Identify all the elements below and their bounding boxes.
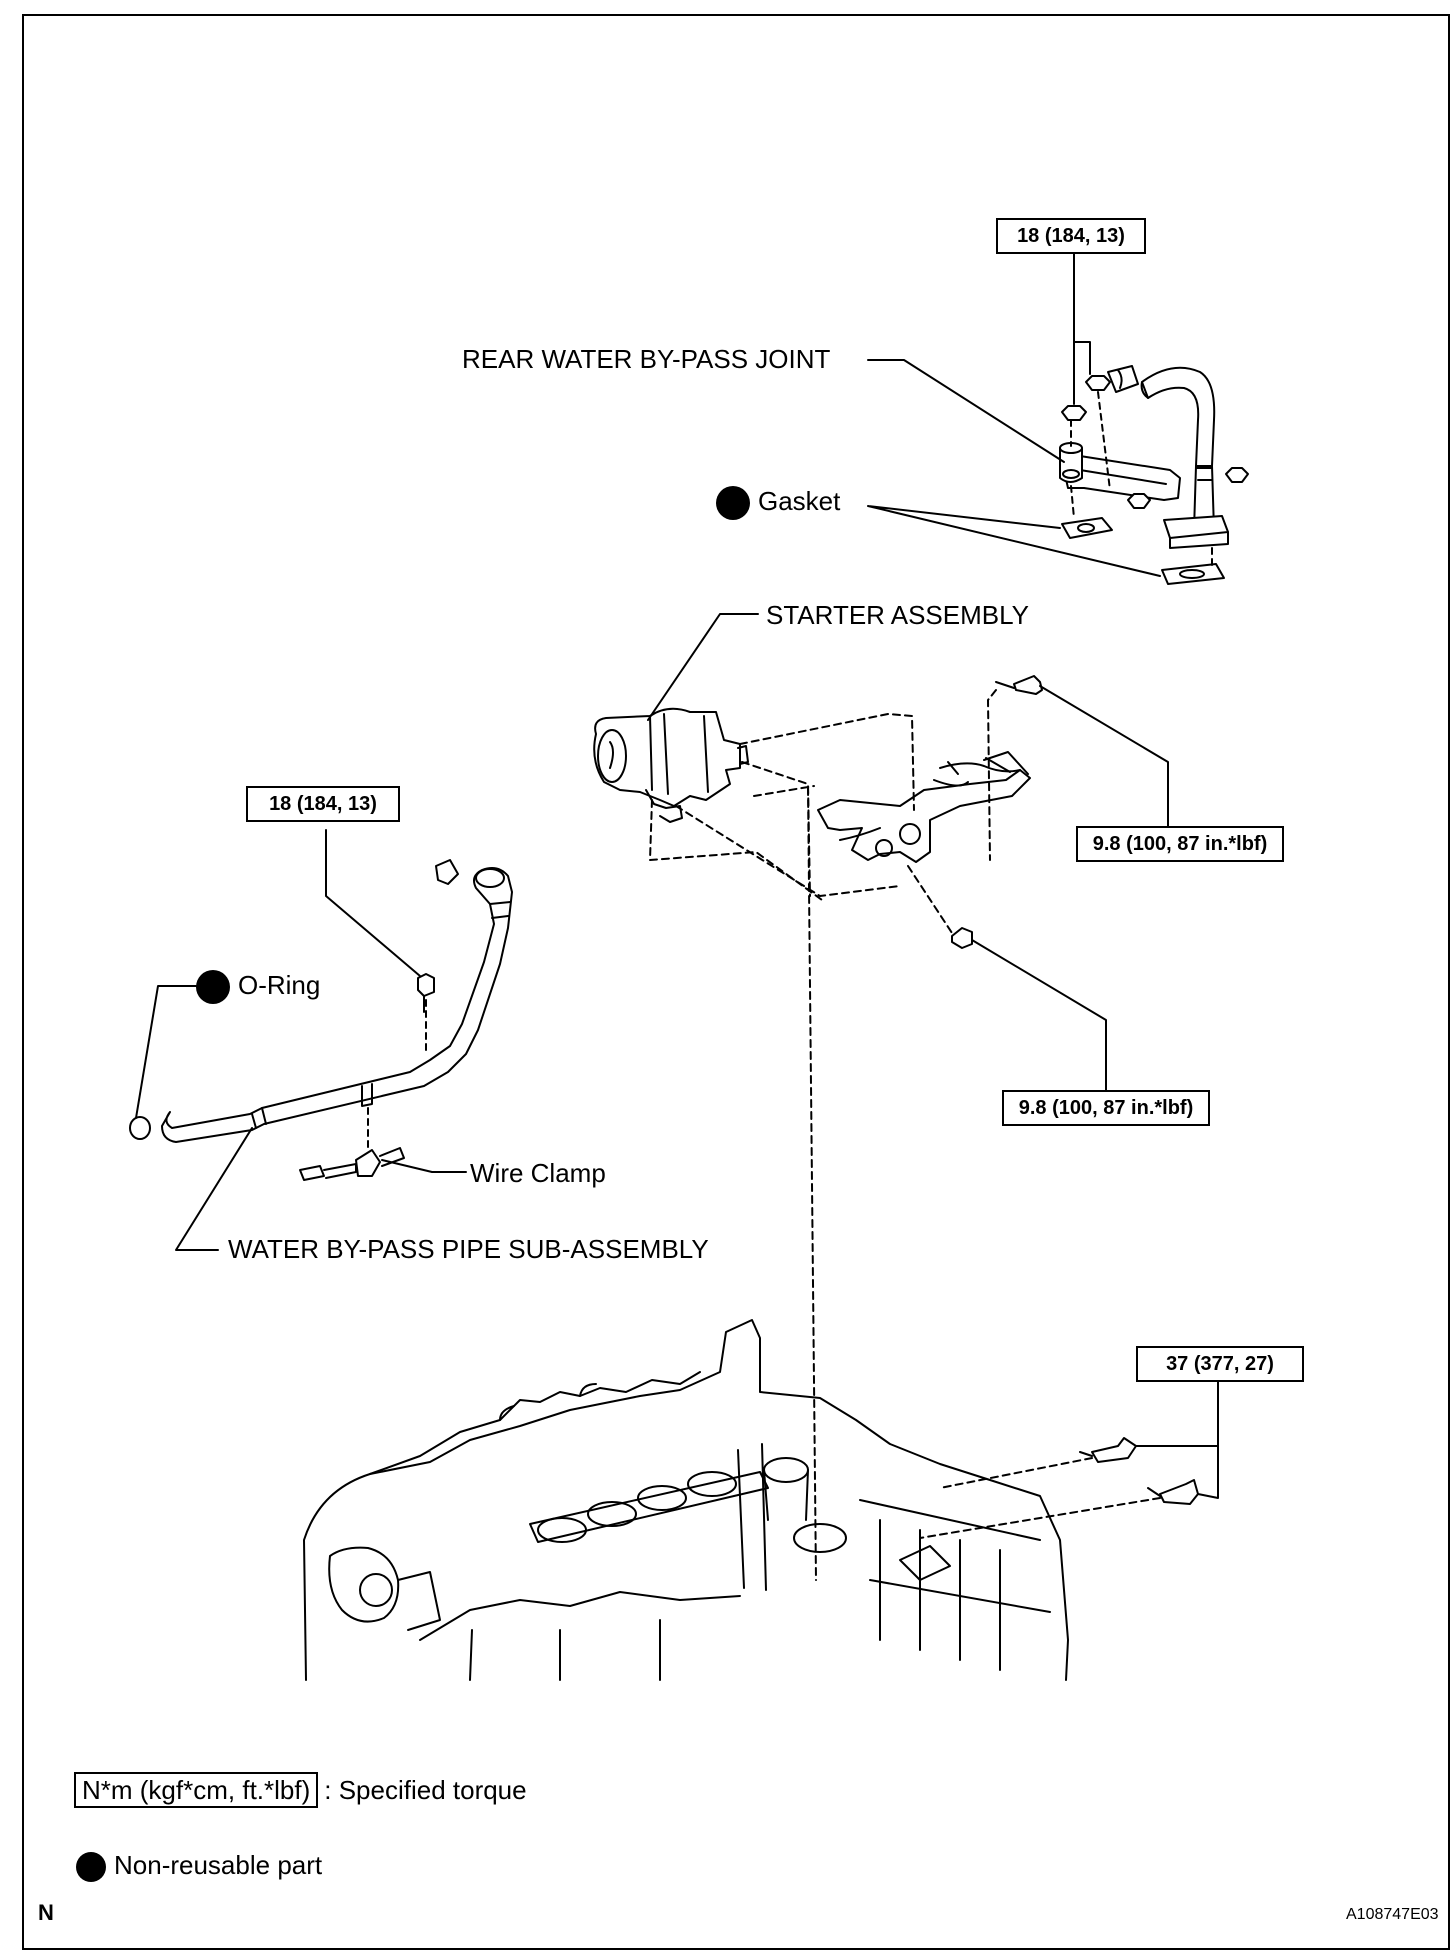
water-bypass-pipe-drawing (129, 829, 513, 1251)
label-wire-clamp: Wire Clamp (470, 1158, 606, 1188)
legend-specified-torque: N*m (kgf*cm, ft.*lbf): Specified torque (74, 1772, 527, 1808)
figure-id: A108747E03 (1346, 1906, 1439, 1923)
label-gasket: Gasket (716, 486, 841, 521)
torque-box-starter-upper: 9.8 (100, 87 in.*lbf) (1076, 826, 1284, 862)
legend-torque-text: : Specified torque (324, 1775, 527, 1805)
label-o-ring: O-Ring (196, 970, 321, 1005)
label-water-bypass-pipe: WATER BY-PASS PIPE SUB-ASSEMBLY (228, 1234, 709, 1264)
starter-assembly-drawing (593, 613, 1169, 1581)
corner-mark-n: N (38, 1900, 54, 1925)
torque-box-rear-joint: 18 (184, 13) (996, 218, 1146, 254)
torque-box-engine: 37 (377, 27) (1136, 1346, 1304, 1382)
label-rear-water-bypass-joint: REAR WATER BY-PASS JOINT (462, 344, 831, 374)
torque-box-bypass-pipe: 18 (184, 13) (246, 786, 400, 822)
non-reusable-dot-icon (716, 486, 750, 521)
legend-torque-box: N*m (kgf*cm, ft.*lbf) (74, 1772, 319, 1808)
o-ring-text: O-Ring (238, 970, 321, 1000)
gasket-text: Gasket (758, 486, 841, 516)
diagram-frame (22, 14, 1450, 1950)
torque-box-starter-lower: 9.8 (100, 87 in.*lbf) (1002, 1090, 1210, 1126)
label-starter-assembly: STARTER ASSEMBLY (766, 600, 1029, 630)
engine-block-drawing (303, 1319, 1219, 1681)
non-reusable-dot-icon (76, 1852, 106, 1883)
legend-non-reusable: Non-reusable part (76, 1850, 323, 1883)
non-reusable-dot-icon (196, 970, 230, 1005)
rear-water-bypass-joint-drawing (867, 249, 1249, 585)
legend-non-reusable-text: Non-reusable part (114, 1850, 323, 1880)
